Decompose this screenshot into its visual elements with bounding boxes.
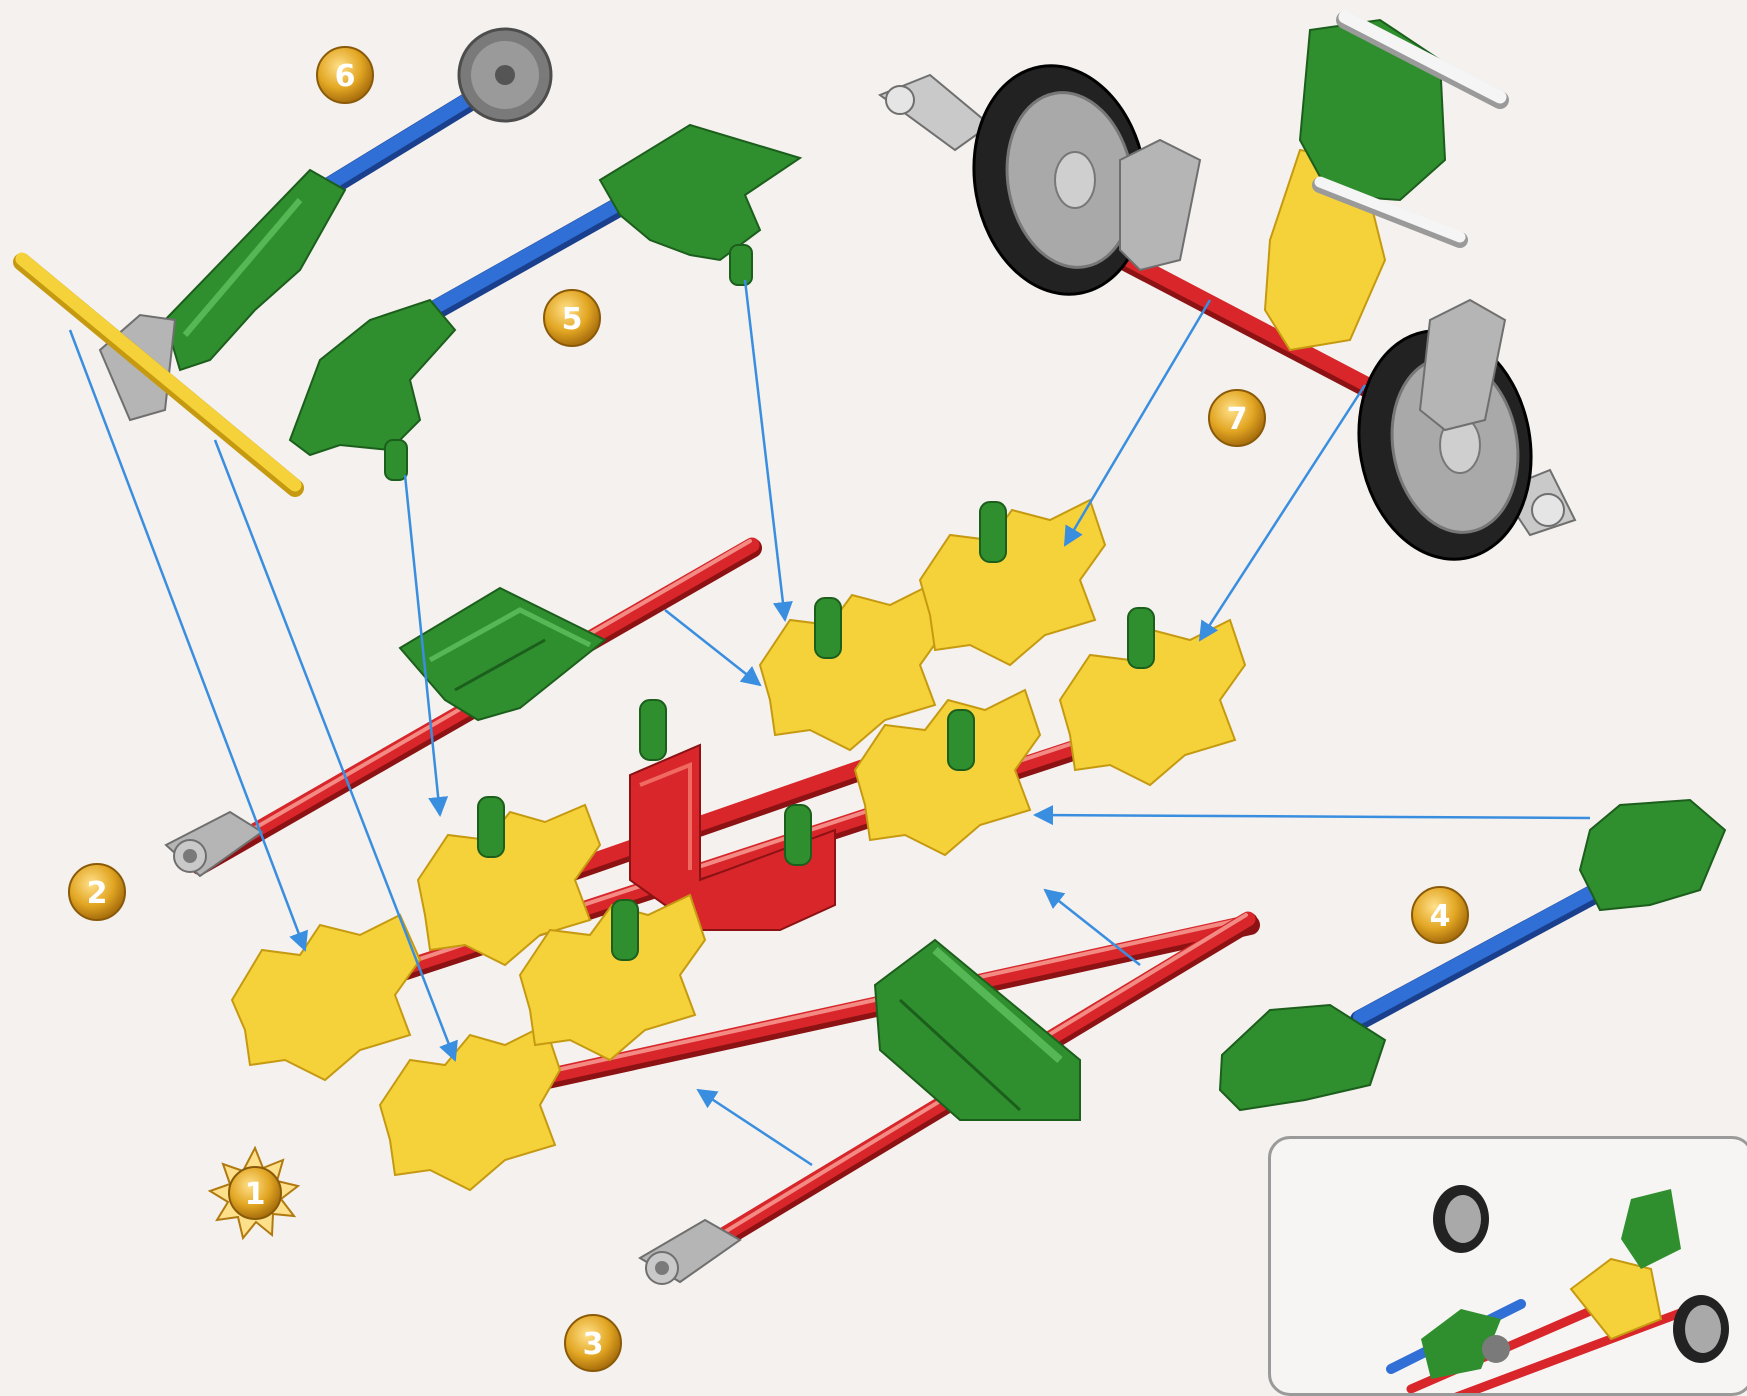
completed-model-inset [1268,1136,1747,1396]
green-peg-5 [815,598,841,658]
green-connector-rod-a [400,588,605,720]
step-number-1: 1 [245,1177,266,1212]
step-badge-6: 6 [317,47,373,103]
green-peg-4 [785,805,811,865]
green-peg-1 [478,797,504,857]
yellow-connector-2 [380,1025,560,1190]
part-6-assembly [22,29,551,488]
arrow-part5-right [745,280,785,620]
green-peg-3 [640,700,666,760]
step-number-5: 5 [562,302,583,337]
step-number-3: 3 [583,1327,604,1362]
green-peg-6 [948,710,974,770]
step-number-4: 4 [1430,899,1451,934]
step-badge-4: 4 [1412,887,1468,943]
part-7-assembly [880,17,1575,573]
yellow-connector-5 [760,585,945,750]
part-4-assembly [1220,800,1725,1110]
step-badge-1: 1 [210,1148,298,1238]
step-number-7: 7 [1227,402,1248,437]
arrow-rod-e [698,1090,812,1165]
arrow-rod-a-to-connector [665,610,760,685]
grey-gear [459,29,551,121]
step-badge-2: 2 [69,864,125,920]
part-5-assembly [290,125,800,480]
green-peg-2 [612,900,638,960]
green-peg-7 [980,502,1006,562]
yellow-connector-1 [232,915,420,1080]
step-number-6: 6 [335,59,356,94]
yellow-connectors [232,500,1245,1190]
step-badge-3: 3 [565,1315,621,1371]
step-badge-5: 5 [544,290,600,346]
completed-model-preview [1271,1139,1747,1396]
step-badge-7: 7 [1209,390,1265,446]
arrow-part7-left [1065,300,1210,545]
green-peg-8 [1128,608,1154,668]
arrow-part4 [1035,815,1590,818]
step-number-2: 2 [87,876,108,911]
